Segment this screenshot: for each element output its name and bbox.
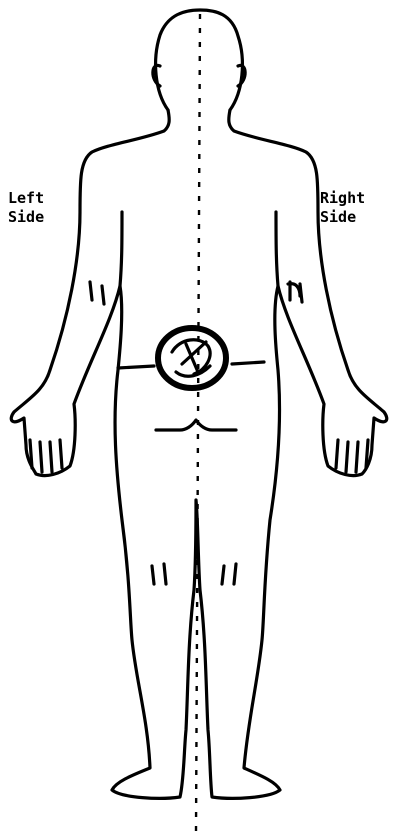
waist-line (118, 362, 264, 368)
right-knee-marks (222, 564, 236, 584)
hip-line (156, 420, 236, 430)
right-elbow-marks (288, 282, 302, 302)
marked-location-icon (158, 328, 226, 388)
right-hand-fingers (336, 440, 368, 472)
left-elbow-marks (90, 282, 104, 304)
right-inner-arm-line (276, 212, 278, 286)
left-inner-arm-line (120, 212, 122, 286)
left-hand-fingers (30, 440, 62, 472)
left-knee-marks (152, 564, 166, 584)
